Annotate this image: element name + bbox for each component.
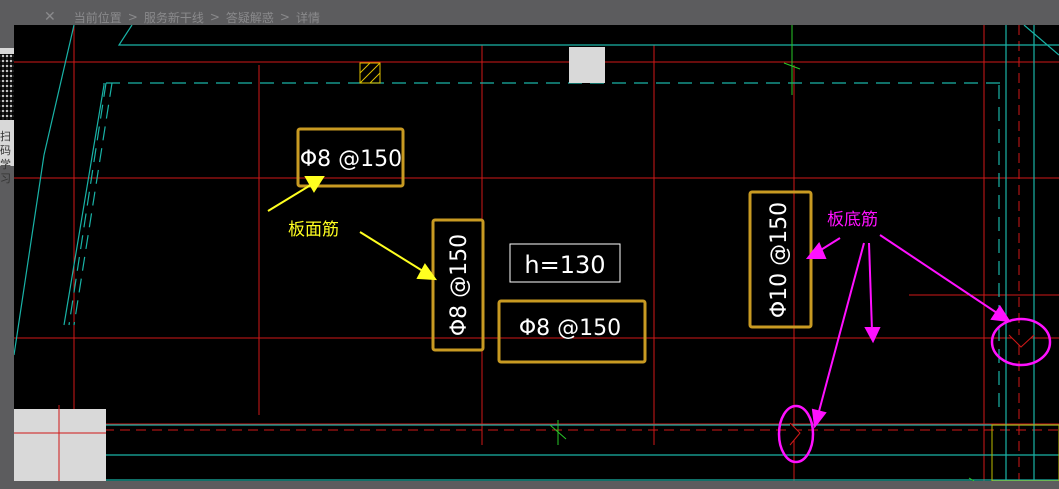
qr-code-icon[interactable]	[0, 54, 14, 120]
rebar-box-right-vertical	[748, 190, 813, 329]
side-qr-panel[interactable]: 扫码 学习	[0, 48, 14, 185]
qr-caption: 扫码 学习	[0, 130, 11, 185]
bottom-slab-rebar-label: 板底筋	[827, 210, 878, 230]
rebar-callout-middle-vertical: Φ8 @150	[447, 234, 472, 336]
rebar-box-top	[296, 127, 405, 188]
breadcrumb: ✕ 当前位置 > 服务新干线 > 答疑解惑 > 详情	[44, 8, 320, 26]
wall-outlines	[14, 25, 1059, 481]
yellow-arrows	[267, 176, 438, 281]
cad-drawing-image: h=130 Φ8 @150 Φ8 @150 Φ8 @150 Φ10 @150 板…	[14, 25, 1059, 481]
rebar-callout-right-vertical: Φ10 @150	[767, 202, 792, 318]
magenta-arrows	[805, 234, 1011, 429]
rebar-callout-middle-horizontal: Φ8 @150	[519, 316, 621, 341]
column-block	[569, 47, 605, 83]
break-marks	[789, 334, 1035, 446]
breadcrumb-separator: >	[209, 10, 220, 24]
highlight-circle-bottom	[777, 404, 815, 464]
dashed-wall-lines	[68, 82, 1006, 415]
breadcrumb-item[interactable]: 答疑解惑	[225, 10, 274, 25]
dashed-axis-lines	[104, 25, 1059, 481]
breadcrumb-item[interactable]: 服务新干线	[143, 10, 204, 25]
dimension-markers	[549, 25, 975, 481]
slab-thickness-text: h=130	[524, 251, 605, 279]
hatched-column-icon	[359, 62, 381, 84]
cad-drawing-svg: h=130 Φ8 @150 Φ8 @150 Φ8 @150 Φ10 @150 板…	[14, 25, 1059, 481]
breadcrumb-item: 详情	[295, 10, 320, 25]
rebar-box-middle-vertical	[431, 218, 485, 352]
close-icon[interactable]: ✕	[44, 9, 56, 25]
rebar-callout-top: Φ8 @150	[300, 147, 402, 172]
top-slab-rebar-label: 板面筋	[288, 220, 339, 240]
slab-thickness-box	[509, 243, 621, 283]
highlight-circle-right	[990, 317, 1052, 367]
grid-lines	[14, 25, 1059, 481]
breadcrumb-item: 当前位置	[73, 10, 122, 25]
rebar-box-middle-horizontal	[497, 299, 647, 364]
breadcrumb-separator: >	[127, 10, 138, 24]
corner-box	[991, 424, 1059, 481]
corner-panel	[14, 409, 106, 481]
breadcrumb-separator: >	[279, 10, 290, 24]
